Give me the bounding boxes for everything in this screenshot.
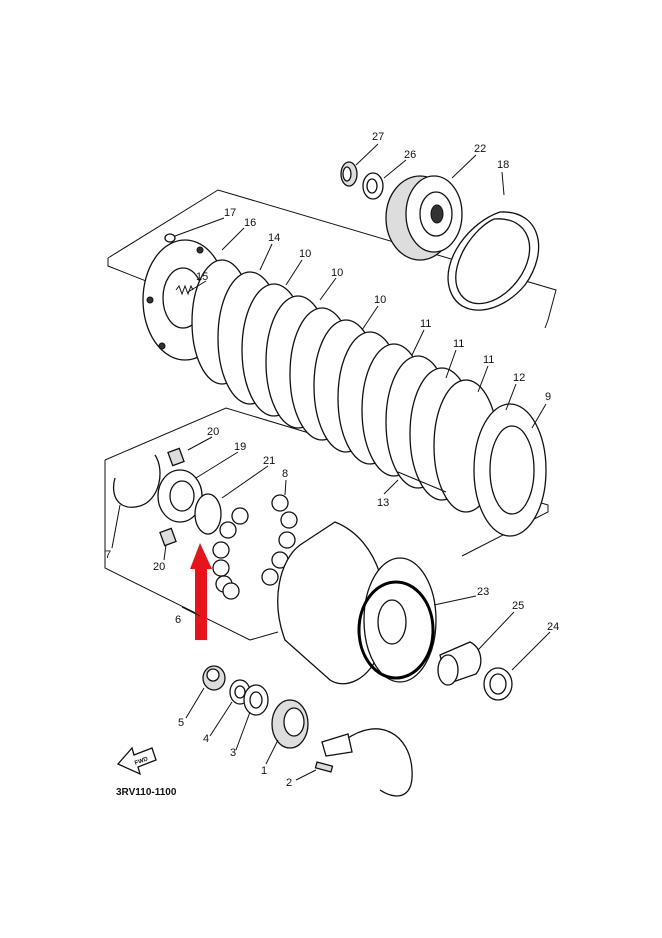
- callout-19: 19: [234, 441, 246, 453]
- callout-20a: 20: [207, 426, 219, 438]
- callout-10c: 10: [374, 294, 386, 306]
- crankshaft-cover: [321, 728, 413, 797]
- callout-5: 5: [178, 717, 184, 729]
- callout-15: 15: [196, 271, 208, 283]
- callout-24: 24: [547, 621, 559, 633]
- callout-25: 25: [512, 600, 524, 612]
- callout-23: 23: [477, 586, 489, 598]
- svg-text:FWD: FWD: [134, 756, 150, 767]
- holder-19: [157, 469, 203, 523]
- callout-7: 7: [105, 549, 111, 561]
- diagram-code: 3RV110-1100: [116, 787, 177, 798]
- screw-17: [164, 233, 176, 243]
- callout-27: 27: [372, 131, 384, 143]
- leader-lines: [111, 143, 551, 781]
- callout-13: 13: [377, 497, 389, 509]
- callout-18: 18: [497, 159, 509, 171]
- seal-ring-23: [357, 580, 435, 680]
- push-rod-13: [397, 471, 447, 493]
- clutch-hub-9: [473, 403, 547, 537]
- callout-2: 2: [286, 777, 292, 789]
- circlip-7: [113, 454, 161, 508]
- key-2: [314, 761, 334, 773]
- red-install-arrow: [190, 543, 212, 640]
- callout-16: 16: [244, 217, 256, 229]
- washer-3: [243, 684, 269, 716]
- spring-15: [175, 284, 194, 296]
- callout-labels: 27 26 22 18 17 16 15 14 10 10 10 11 11 1…: [105, 131, 559, 789]
- circlip-18: [447, 211, 540, 311]
- callout-21: 21: [263, 455, 275, 467]
- callout-8: 8: [282, 468, 288, 480]
- callout-3: 3: [230, 747, 236, 759]
- callout-12: 11: [483, 354, 494, 366]
- callout-20b: 20: [153, 561, 165, 573]
- block-20-upper: [167, 447, 185, 467]
- callout-11a: 11: [420, 318, 431, 330]
- callout-11c: 12: [513, 372, 525, 384]
- clutch-boss-22: [385, 175, 463, 261]
- clutch-housing-6: [277, 521, 437, 685]
- callout-26: 26: [404, 149, 416, 161]
- callout-6: 6: [175, 614, 181, 626]
- spacer-25: [437, 641, 482, 686]
- callout-10b: 10: [331, 267, 343, 279]
- friction-plate-stack: [217, 271, 499, 513]
- callout-1: 1: [261, 765, 267, 777]
- callout-9: 9: [545, 391, 551, 403]
- callout-22: 22: [474, 143, 486, 155]
- callout-11b: 11: [453, 338, 464, 350]
- callout-17: 17: [224, 207, 236, 219]
- fwd-arrow-icon: FWD: [116, 746, 157, 776]
- ring-21: [194, 493, 222, 535]
- gear-1: [271, 699, 309, 749]
- block-20-lower: [159, 527, 177, 547]
- washer-26: [362, 172, 384, 200]
- callout-4: 4: [203, 733, 209, 745]
- balls-8: [212, 494, 298, 600]
- callout-14: 14: [268, 232, 280, 244]
- nut-5: [202, 665, 226, 691]
- washer-24: [483, 667, 513, 701]
- nut-27: [340, 161, 358, 187]
- callout-10a: 10: [299, 248, 311, 260]
